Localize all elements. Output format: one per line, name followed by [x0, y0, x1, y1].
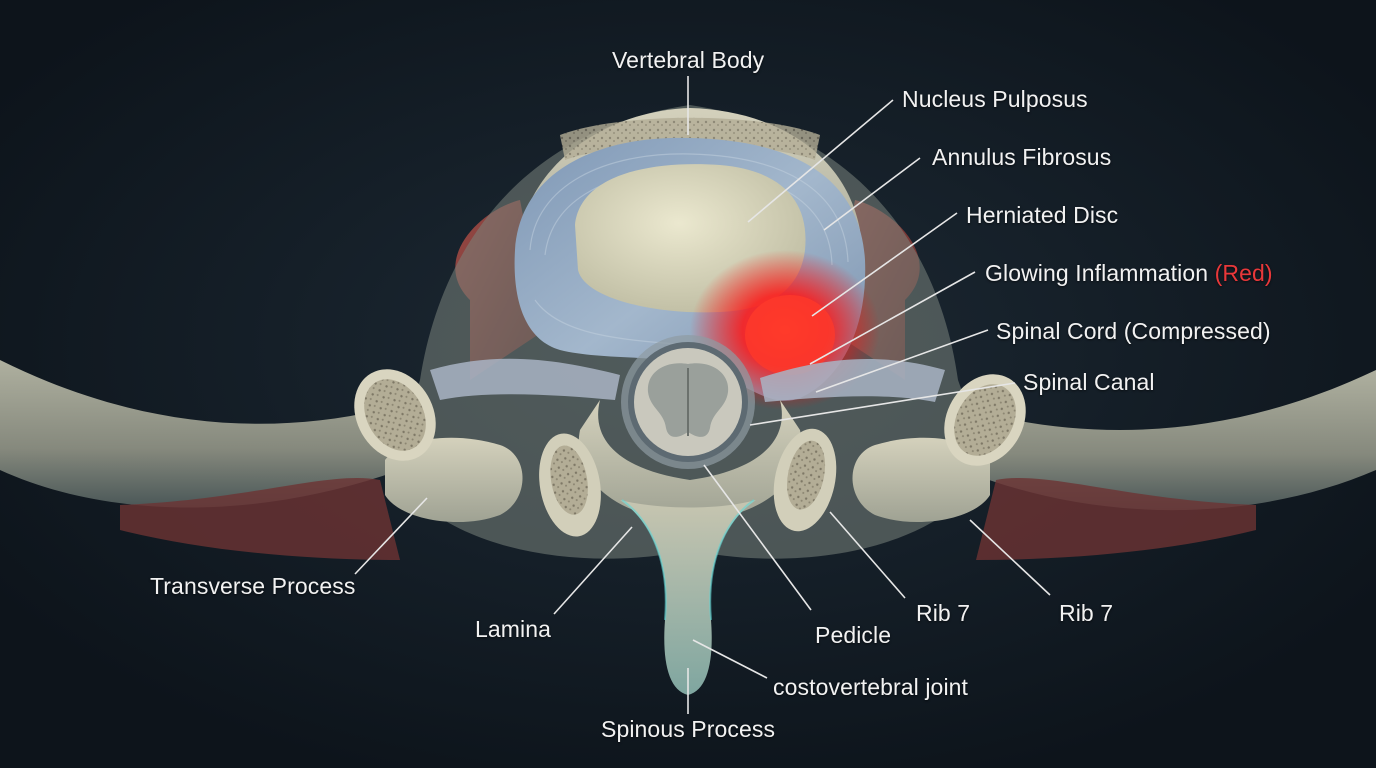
label-herniated-disc: Herniated Disc — [966, 202, 1119, 228]
label-costovertebral-joint: costovertebral joint — [773, 674, 969, 700]
label-nucleus-pulposus: Nucleus Pulposus — [902, 86, 1088, 112]
label-red-accent: (Red) — [1214, 260, 1273, 286]
label-lamina: Lamina — [475, 616, 552, 642]
label-glowing-inflammation: Glowing Inflammation (Red) — [985, 260, 1273, 286]
label-glowing-inflammation-text: Glowing Inflammation — [985, 260, 1209, 286]
label-spinal-cord: Spinal Cord (Compressed) — [996, 318, 1271, 344]
label-rib-7-right: Rib 7 — [1059, 600, 1114, 626]
label-spinal-canal: Spinal Canal — [1023, 369, 1155, 395]
label-vertebral-body: Vertebral Body — [612, 47, 765, 73]
label-rib-7-left: Rib 7 — [916, 600, 971, 626]
label-annulus-fibrosus: Annulus Fibrosus — [932, 144, 1112, 170]
label-pedicle: Pedicle — [815, 622, 892, 648]
label-transverse-process: Transverse Process — [150, 573, 356, 599]
label-spinous-process: Spinous Process — [601, 716, 776, 742]
